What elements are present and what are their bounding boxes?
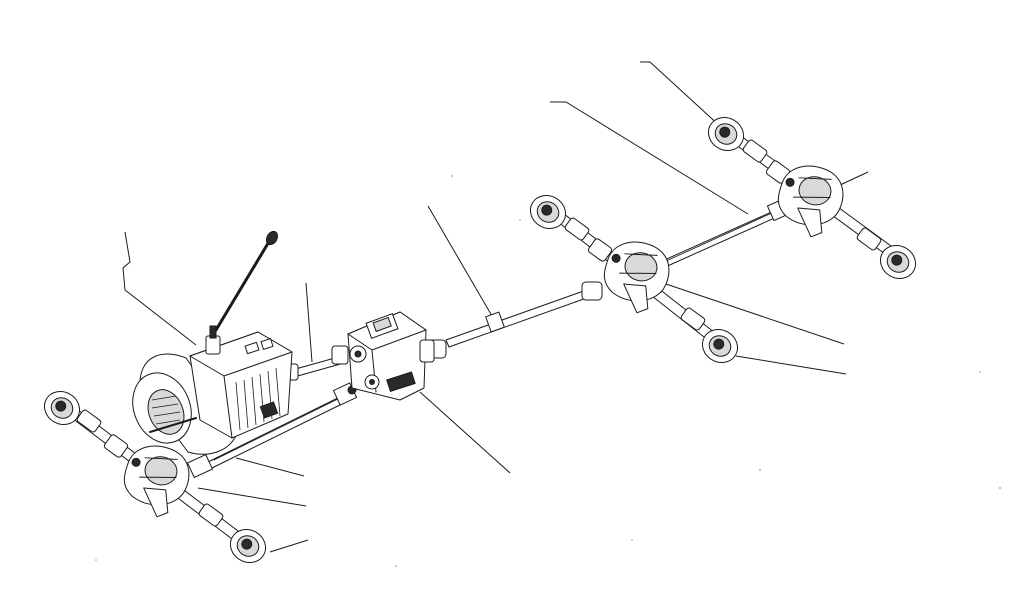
front-axle bbox=[37, 384, 273, 570]
leader-line-gearbox bbox=[122, 231, 197, 346]
leader-line-rear-hub bbox=[640, 61, 723, 129]
propeller-shaft-middle bbox=[423, 281, 603, 359]
leader-line-transfer-case bbox=[419, 391, 511, 474]
leader-line-middle-hub bbox=[735, 355, 847, 375]
middle-axle bbox=[523, 188, 745, 370]
leader-line-middle-shaft bbox=[427, 205, 493, 317]
propeller-shaft-gearbox-transfer bbox=[283, 345, 349, 381]
paper-specks bbox=[95, 175, 1001, 567]
leader-line-front-shaft bbox=[235, 457, 305, 477]
propeller-shaft-front bbox=[187, 382, 358, 478]
transfer-case bbox=[347, 311, 435, 401]
leader-line-middle-axle bbox=[659, 281, 845, 345]
leader-line-front-axle bbox=[197, 487, 307, 507]
gearbox bbox=[132, 230, 293, 455]
leader-line-rear-shaft bbox=[550, 101, 749, 215]
leader-line-front-hub bbox=[269, 539, 309, 553]
rear-axle bbox=[701, 110, 923, 286]
leader-lines bbox=[122, 61, 869, 553]
leader-line-gearbox-shaft bbox=[305, 282, 313, 363]
gear-lever bbox=[205, 230, 279, 355]
